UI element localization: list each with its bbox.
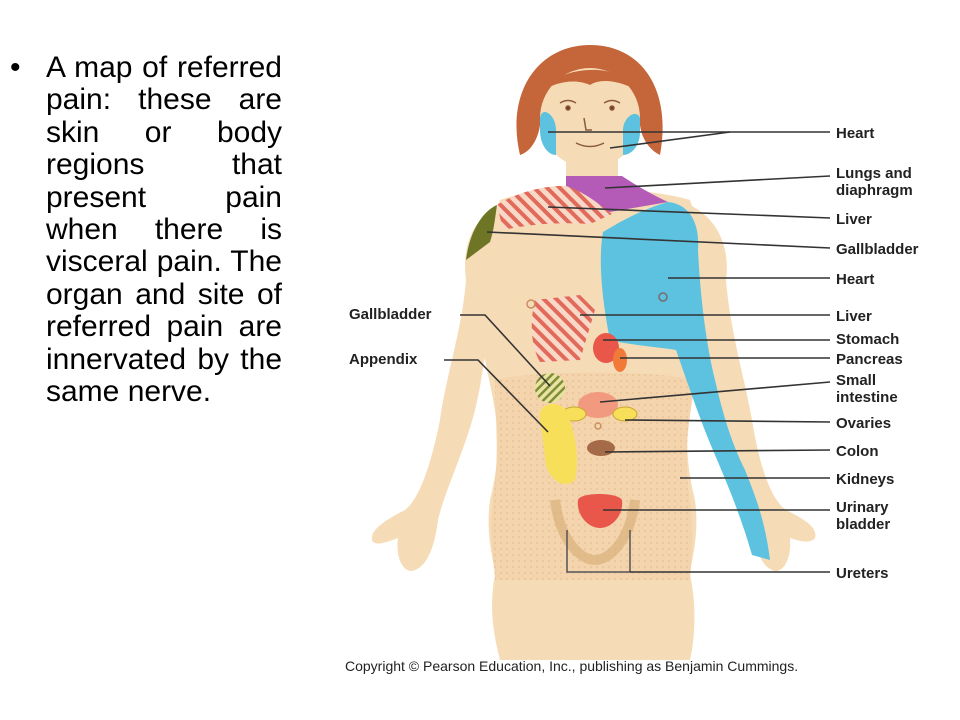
nipple-right xyxy=(658,292,668,302)
label-ovaries: Ovaries xyxy=(836,415,891,432)
bangs xyxy=(540,69,640,92)
label-appendix: Appendix xyxy=(349,351,418,368)
label-ureters: Ureters xyxy=(836,565,889,582)
pelvis-shape xyxy=(550,499,640,566)
leader-lines xyxy=(444,131,831,573)
small-intestine-region xyxy=(578,392,618,418)
bullet-marker: • xyxy=(10,51,21,84)
gallbladder-shoulder-region xyxy=(466,205,497,260)
label-kidneys: Kidneys xyxy=(836,471,894,488)
label-liver-shoulder: Liver xyxy=(836,211,872,228)
label-bladder-line1: Urinary xyxy=(836,499,889,516)
nipple-left xyxy=(526,299,536,309)
label-lungs-line2: diaphragm xyxy=(836,182,913,199)
label-heart-face: Heart xyxy=(836,125,874,142)
colon-region xyxy=(587,440,615,456)
urinary-bladder-region xyxy=(577,494,623,528)
right-arm xyxy=(690,205,816,571)
label-pancreas: Pancreas xyxy=(836,351,903,368)
label-gallbladder-left: Gallbladder xyxy=(349,306,432,323)
appendix-region xyxy=(539,403,577,485)
left-arm xyxy=(371,205,500,571)
label-small-line2: intestine xyxy=(836,389,898,406)
gallbladder-region xyxy=(535,373,565,403)
copyright-notice: Copyright © Pearson Education, Inc., pub… xyxy=(345,658,798,674)
legs xyxy=(492,575,695,660)
face xyxy=(540,68,640,168)
label-heart-arm: Heart xyxy=(836,271,874,288)
left-labels: Gallbladder Appendix xyxy=(349,306,432,368)
navel xyxy=(594,422,602,430)
label-bladder-line2: bladder xyxy=(836,516,890,533)
heart-face-left-region xyxy=(540,111,556,155)
face-features xyxy=(559,99,621,148)
right-labels: Heart Lungs and diaphragm Liver Gallblad… xyxy=(836,125,919,582)
label-gallbladder-shoulder: Gallbladder xyxy=(836,241,919,258)
pancreas-region xyxy=(613,348,627,372)
label-colon: Colon xyxy=(836,443,879,460)
bullet-text: A map of referred pain: these are skin o… xyxy=(46,51,282,409)
heart-arm-region xyxy=(600,202,770,560)
liver-chest-region xyxy=(531,295,595,362)
label-stomach: Stomach xyxy=(836,331,899,348)
label-small-line1: Small xyxy=(836,372,876,389)
ureter-lines xyxy=(566,530,631,573)
ovary-right-region xyxy=(612,406,638,422)
label-liver-chest: Liver xyxy=(836,308,872,325)
pain-regions xyxy=(466,111,770,573)
label-lungs-line1: Lungs and xyxy=(836,165,912,182)
